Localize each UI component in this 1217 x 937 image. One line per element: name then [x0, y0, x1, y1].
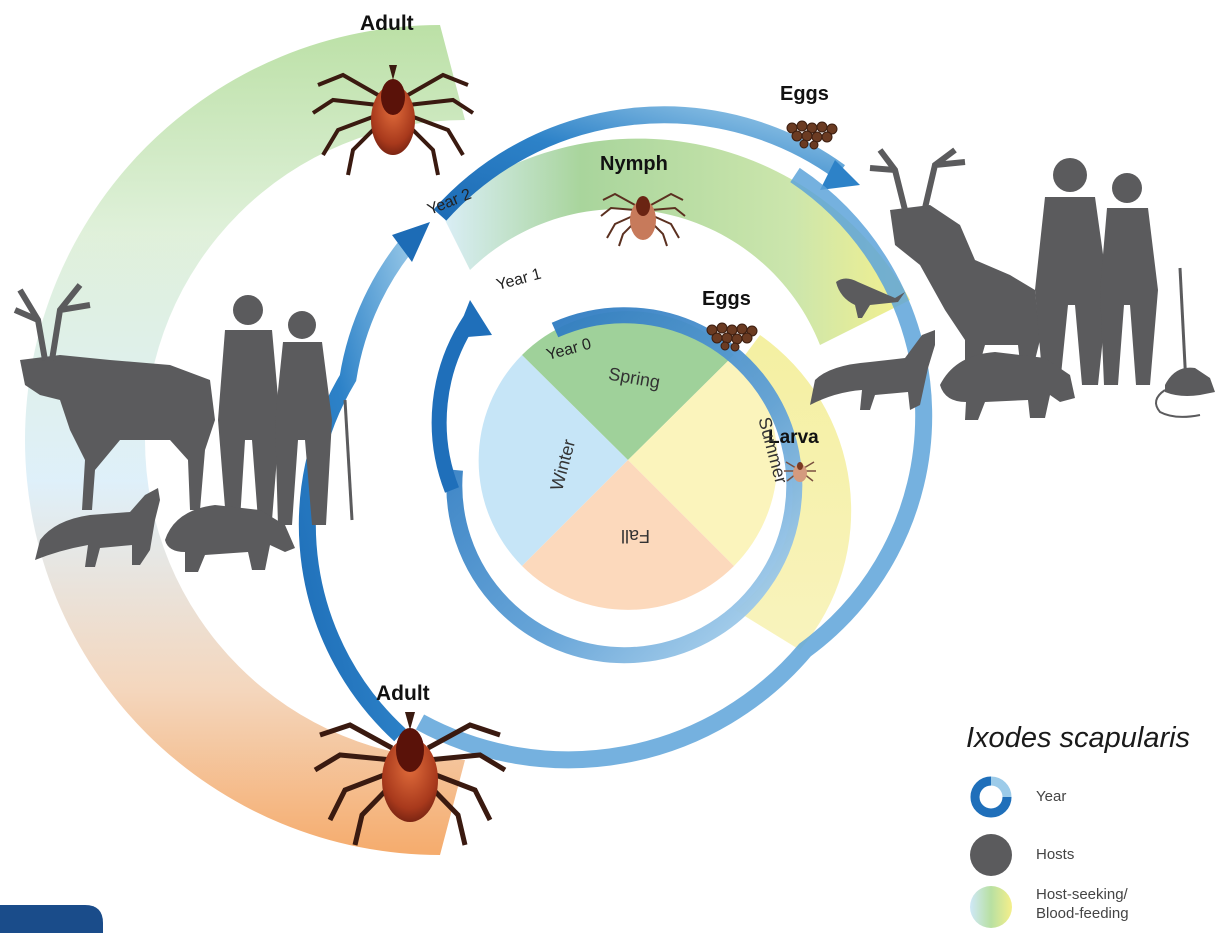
year-0-arrowhead	[455, 300, 492, 338]
person-silhouette-left-2	[275, 311, 352, 525]
person-silhouette-right-1	[1035, 158, 1108, 385]
person-silhouette-right-2	[1100, 173, 1186, 385]
eggs-outer-label: Eggs	[780, 83, 829, 105]
person-silhouette-left-1	[218, 295, 280, 520]
raccoon-silhouette-left	[165, 505, 295, 572]
fall-label: Fall	[621, 526, 650, 546]
legend-hosts-label: Hosts	[1036, 845, 1074, 864]
legend-title: Ixodes scapularis	[966, 722, 1190, 755]
eggs-inner-label: Eggs	[702, 288, 751, 310]
year-0-arrow	[439, 320, 470, 490]
legend-host-seeking-line1: Host-seeking/	[1036, 886, 1128, 903]
legend-host-seeking-line2: Blood-feeding	[1036, 905, 1129, 922]
mouse-silhouette	[1156, 368, 1215, 417]
legend-year-label: Year	[1036, 787, 1066, 806]
year-ring-icon	[966, 772, 1016, 822]
host-circle-icon	[966, 830, 1016, 880]
legend-year-row: Year	[966, 772, 1216, 822]
adult-top-label: Adult	[360, 12, 414, 35]
legend-host-seeking-row: Host-seeking/ Blood-feeding	[966, 882, 1216, 932]
deer-silhouette-right	[870, 150, 1040, 380]
host-seeking-gradient-icon	[966, 882, 1016, 932]
legend-hosts-row: Hosts	[966, 830, 1216, 880]
legend: Ixodes scapularis Year Hosts Host-seekin…	[966, 722, 1216, 933]
adult-bottom-label: Adult	[376, 682, 430, 705]
legend-host-seeking-label: Host-seeking/ Blood-feeding	[1036, 885, 1129, 923]
logo-fragment	[0, 905, 103, 933]
year-1-label: Year 1	[495, 266, 544, 294]
nymph-label: Nymph	[600, 153, 668, 175]
